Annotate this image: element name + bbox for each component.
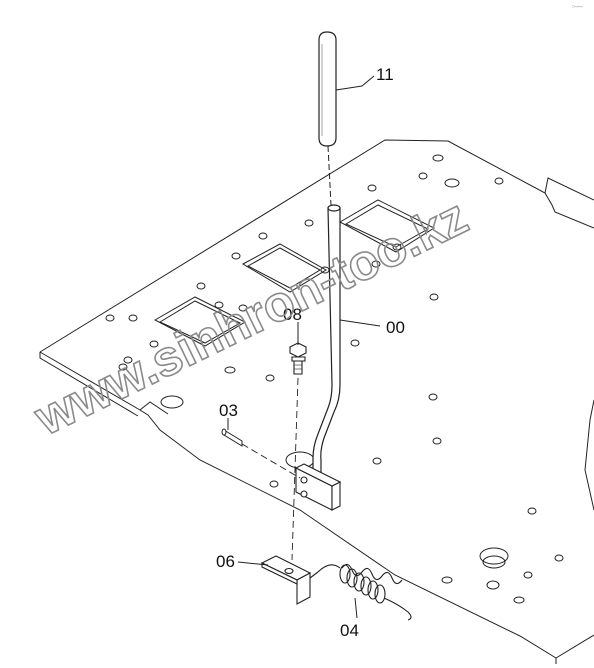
- pin-centerline: [241, 443, 301, 479]
- lever-bracket: [294, 463, 342, 511]
- part-label-04: 04: [340, 621, 359, 640]
- part-label-03: 03: [219, 401, 238, 420]
- tension-spring: [317, 563, 412, 621]
- part-label-11: 11: [376, 65, 394, 84]
- pin: [221, 428, 243, 447]
- corner-mark: ▫—: [572, 2, 583, 11]
- bolt: [289, 342, 307, 375]
- lever-grip: [318, 31, 337, 147]
- bolt-centerline: [291, 377, 299, 561]
- part-label-06: 06: [216, 552, 235, 571]
- part-label-00: 00: [386, 318, 405, 337]
- part-label-08: 08: [283, 305, 302, 324]
- spring-bracket: [260, 555, 319, 605]
- leader-lines: [227, 75, 381, 619]
- grip-centerline: [327, 145, 332, 206]
- floor-plate: [39, 139, 594, 664]
- watermark-text: www.sinhron-too.kz: [25, 188, 476, 446]
